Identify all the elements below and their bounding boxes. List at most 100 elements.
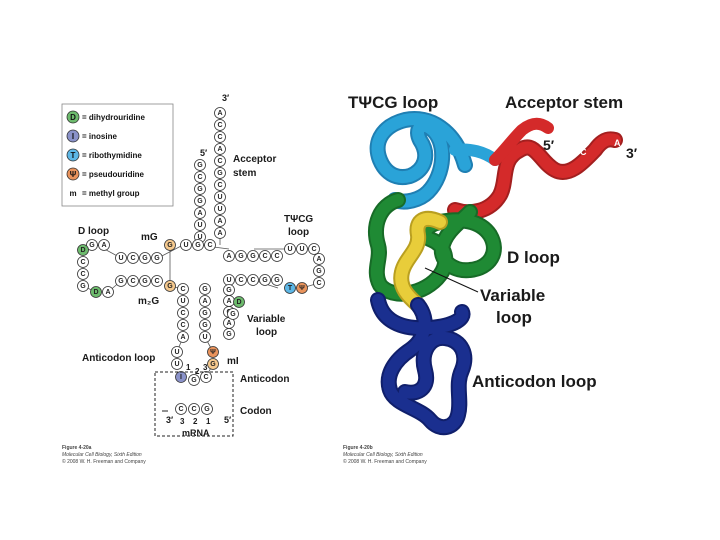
nucleotide-letter: U (226, 277, 231, 284)
nucleotide: U (194, 219, 206, 231)
acceptor-stem-label-2: stem (233, 168, 256, 179)
right-five-prime: 5′ (543, 137, 555, 153)
nucleotide: G (192, 239, 204, 251)
codon-number-2: 2 (193, 417, 198, 426)
codon-number-1: 1 (206, 417, 211, 426)
nucleotide-circle (227, 308, 239, 320)
end-letter-c2: C (580, 147, 587, 157)
nucleotide-letter: G (191, 377, 197, 384)
nucleotide-letter: G (217, 170, 223, 177)
nucleotide: G (227, 308, 239, 320)
nucleotide-letter: I (180, 374, 182, 381)
nucleotide: C (214, 179, 226, 191)
nucleotide-circle (177, 319, 189, 331)
nucleotide-circle (164, 280, 176, 292)
nucleotide: C (247, 274, 259, 286)
nucleotide-circle (115, 252, 127, 264)
legend-item: m= methyl group (69, 189, 139, 198)
nucleotide: A (223, 295, 235, 307)
nucleotide-letter: A (101, 242, 106, 249)
mi-label: mI (227, 356, 239, 367)
nucleotide-letter: D (236, 299, 241, 306)
nucleotide: C (177, 319, 189, 331)
nucleotide-letter: C (311, 246, 316, 253)
right-credit-line-3: © 2008 W. H. Freeman and Company (343, 458, 427, 465)
nucleotide-letter: A (217, 146, 222, 153)
nucleotide-circle (86, 239, 98, 251)
nucleotide-circle (171, 346, 183, 358)
nucleotide-circle (194, 219, 206, 231)
nucleotide-letter: G (202, 286, 208, 293)
nucleotide: C (235, 274, 247, 286)
nucleotide-letter: D (80, 247, 85, 254)
legend-badge (66, 129, 80, 143)
nucleotide: G (194, 159, 206, 171)
tpsicg-loop-label-1: TΨCG (284, 214, 313, 225)
legend-text: = inosine (82, 132, 117, 141)
legend-text: = pseudouridine (82, 170, 145, 179)
nucleotide-letter: G (202, 322, 208, 329)
nucleotide-letter: A (180, 334, 185, 341)
nucleotide: C (259, 250, 271, 262)
legend-item: I= inosine (66, 129, 117, 143)
nucleotide-letter: G (154, 255, 160, 262)
nucleotide-letter: A (226, 298, 231, 305)
nucleotide-letter: C (250, 277, 255, 284)
nucleotide-letter: A (197, 210, 202, 217)
right-tpsicg-loop-label: TΨCG loop (348, 93, 438, 112)
nucleotide-circle (188, 374, 200, 386)
nucleotide-circle (77, 268, 89, 280)
nucleotide: Ψ (296, 282, 308, 294)
right-credit-line-2: Molecular Cell Biology, Sixth Edition (343, 452, 423, 458)
legend-letter: m (69, 189, 76, 198)
nucleotide-circle (199, 307, 211, 319)
nucleotide-circle (313, 277, 325, 289)
nucleotide-circle (214, 131, 226, 143)
nucleotide: T (284, 282, 296, 294)
nucleotide-letter: C (154, 278, 159, 285)
nucleotide-letter: U (299, 246, 304, 253)
nucleotide: G (164, 280, 176, 292)
legend-item: D= dihydrouridine (66, 110, 145, 124)
nucleotide-circle (77, 280, 89, 292)
nucleotide-letter: C (197, 174, 202, 181)
legend-letter: D (70, 113, 76, 122)
nucleotide: C (308, 243, 320, 255)
nucleotide-circle (201, 403, 213, 415)
nucleotide-letter: C (238, 277, 243, 284)
nucleotide: C (313, 277, 325, 289)
nucleotide: G (207, 358, 219, 370)
nucleotide: U (284, 243, 296, 255)
nucleotide-letter: C (274, 253, 279, 260)
variable-loop-pointer (424, 267, 479, 293)
nucleotide-letter: G (204, 406, 210, 413)
nucleotide-letter: A (226, 320, 231, 327)
credit-line-2: Molecular Cell Biology, Sixth Edition (62, 452, 142, 458)
nucleotide: G (201, 403, 213, 415)
nucleotide-letter: Ψ (210, 349, 216, 356)
right-credit-line-1: Figure 4-20b (343, 445, 373, 451)
nucleotide-circle (177, 295, 189, 307)
nucleotide-letter: U (217, 206, 222, 213)
nucleotide-circle (164, 239, 176, 251)
nucleotide-circle (235, 274, 247, 286)
nucleotide-circle (214, 179, 226, 191)
nucleotide: G (151, 252, 163, 264)
m2g-label: m₂G (138, 296, 159, 307)
nucleotide-circle (223, 250, 235, 262)
anticodon-label: Anticodon (240, 374, 289, 385)
five-prime-label: 5′ (200, 148, 207, 158)
nucleotide-circle (127, 252, 139, 264)
nucleotide: G (86, 239, 98, 251)
nucleotide: C (175, 403, 187, 415)
legend-box (61, 103, 174, 207)
nucleotide-letter: A (105, 289, 110, 296)
nucleotide-circle (214, 143, 226, 155)
legend-badge (66, 167, 80, 181)
nucleotide-circle (214, 155, 226, 167)
codon-label: Codon (240, 406, 272, 417)
nucleotide-letter: G (238, 253, 244, 260)
nucleotide: U (296, 243, 308, 255)
